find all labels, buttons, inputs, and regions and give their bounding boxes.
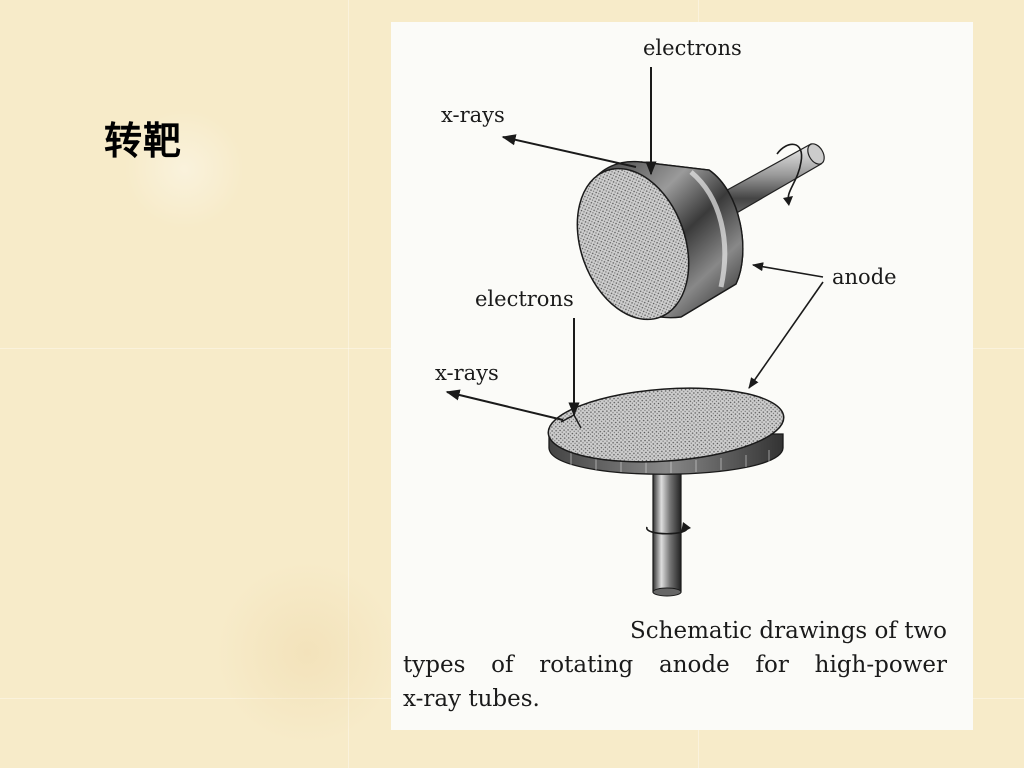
caption-line-2: types of rotating anode for high-power — [403, 652, 947, 678]
bottom-anode-face — [547, 387, 785, 463]
top-electrons-label: electrons — [643, 36, 742, 60]
bottom-electrons-label: electrons — [475, 287, 574, 311]
top-xrays-arrow — [501, 134, 637, 168]
figure-panel: electrons x-rays anode electrons x-rays … — [391, 22, 973, 730]
top-rotating-anode — [576, 143, 825, 321]
slide-title: 转靶 — [104, 118, 183, 163]
bottom-xrays-label: x-rays — [435, 361, 499, 385]
anode-pointer-top — [751, 262, 824, 278]
anode-pointer-bottom — [748, 281, 824, 389]
top-anode-face — [576, 167, 690, 321]
bottom-rotating-anode — [547, 387, 785, 597]
caption-line-3: x-ray tubes. — [403, 686, 540, 712]
rotating-anode-diagram: electrons x-rays anode electrons x-rays — [435, 36, 897, 597]
anode-label: anode — [832, 265, 897, 289]
top-rotation-arrow — [776, 143, 803, 203]
bottom-xrays-arrow — [445, 389, 564, 421]
top-xrays-label: x-rays — [441, 103, 505, 127]
caption-line-1: Schematic drawings of two — [630, 618, 947, 644]
figure-caption: Schematic drawings of two types of rotat… — [403, 614, 947, 716]
